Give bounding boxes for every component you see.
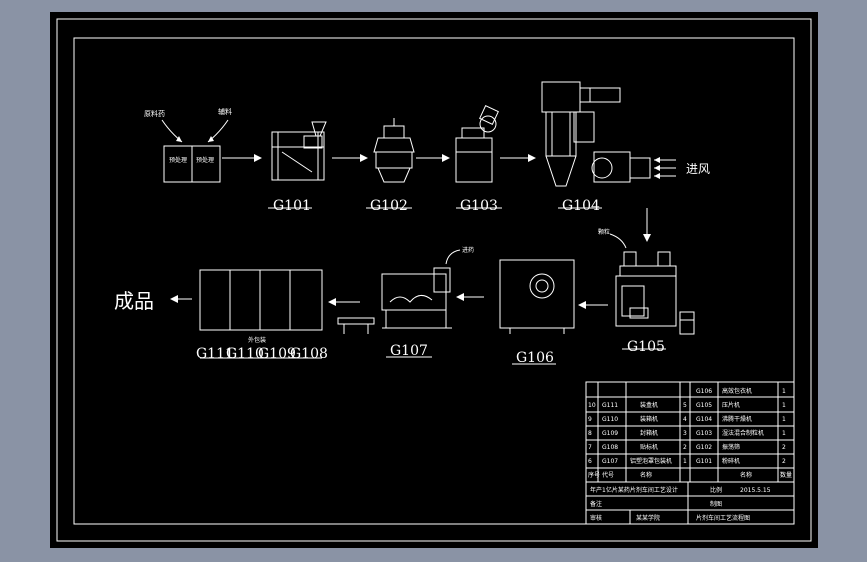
- g102-label: G102: [370, 198, 408, 214]
- tb-no: 7: [588, 444, 592, 451]
- tb-name: 装盒机: [640, 401, 658, 409]
- g102-sieve-equipment: [373, 118, 415, 183]
- tb-name: 高效包衣机: [722, 387, 752, 395]
- g109-label: G109: [258, 346, 296, 362]
- raw-material-label: 原料药: [144, 109, 165, 118]
- tb-drawn: 制图: [710, 500, 722, 508]
- g105-tablet-press-equipment: [615, 251, 695, 335]
- tb-no: 8: [588, 430, 592, 437]
- g110-label: G110: [226, 346, 264, 362]
- tb-qty: 2: [782, 458, 786, 465]
- feed-label: 进药: [462, 246, 474, 254]
- tb-name: 粉碎机: [722, 457, 740, 465]
- pretreat-2-label: 预处理: [196, 156, 214, 164]
- finished-product-label: 成品: [114, 289, 154, 313]
- g101-crusher-equipment: [271, 121, 327, 181]
- tb-header-no: 序号: [588, 471, 600, 479]
- tb-name: 贴标机: [640, 443, 658, 451]
- tb-no: 4: [683, 416, 687, 423]
- tb-name: 沸腾干燥机: [722, 415, 752, 423]
- tb-checked: 审核: [590, 514, 602, 522]
- tb-scale: 比例: [710, 486, 722, 494]
- g107-blister-packer-equipment: [337, 267, 452, 334]
- drawing-canvas: 原料药 辅料 预处理 预处理 G101 G102: [50, 12, 818, 548]
- tb-qty: 2: [782, 444, 786, 451]
- tb-no: 9: [588, 416, 592, 423]
- tb-code: G103: [696, 430, 712, 437]
- title-block: [585, 381, 795, 525]
- tb-no: 6: [588, 458, 592, 465]
- tb-header-code: 代号: [602, 471, 614, 479]
- tb-code: G104: [696, 416, 712, 423]
- tb-name: 封箱机: [640, 429, 658, 437]
- tb-code: G107: [602, 458, 618, 465]
- g105-side-label: 颗粒: [598, 228, 610, 236]
- tb-code: G109: [602, 430, 618, 437]
- tb-no: 5: [683, 402, 687, 409]
- tb-code: G105: [696, 402, 712, 409]
- g104-fluid-bed-dryer-equipment: [541, 81, 651, 187]
- outer-border: [56, 18, 812, 542]
- tb-no: 10: [588, 402, 596, 409]
- g106-coating-machine-equipment: [499, 259, 575, 334]
- pretreat-1-label: 预处理: [169, 156, 187, 164]
- tb-name: 振荡筛: [722, 443, 740, 451]
- g108-label: G108: [290, 346, 328, 362]
- air-inlet-arrows: [654, 157, 676, 179]
- tb-code: G110: [602, 416, 618, 423]
- tb-qty: 1: [782, 402, 786, 409]
- tb-name: 压片机: [722, 401, 740, 409]
- g111-label: G111: [196, 346, 234, 362]
- tb-remark: 备注: [590, 500, 602, 508]
- g104-label: G104: [562, 198, 600, 214]
- tb-header-name: 名称: [740, 471, 752, 479]
- tb-no: 1: [683, 458, 687, 465]
- g105-label: G105: [627, 339, 665, 355]
- tb-name: 装箱机: [640, 415, 658, 423]
- outer-packing-equipment: [199, 269, 323, 331]
- g107-label: G107: [390, 343, 428, 359]
- air-inlet-label: 进风: [686, 162, 710, 176]
- tb-code: G102: [696, 444, 712, 451]
- tb-qty: 1: [782, 430, 786, 437]
- g103-granulator-equipment: [455, 105, 499, 183]
- packing-caption: 外包装: [248, 336, 266, 344]
- inner-border: [73, 37, 795, 525]
- tb-qty: 1: [782, 416, 786, 423]
- g106-label: G106: [516, 350, 554, 366]
- tb-drawing-title: 片剂车间工艺流程图: [696, 514, 750, 522]
- excipient-label: 辅料: [218, 107, 232, 116]
- tb-header-qty: 数量: [780, 471, 792, 479]
- tb-name: 铝塑泡罩包装机: [630, 457, 672, 465]
- tb-name: 湿法混合制粒机: [722, 429, 764, 437]
- tb-project: 年产1亿片某药片剂车间工艺设计: [590, 486, 678, 494]
- tb-code: G106: [696, 388, 712, 395]
- g101-label: G101: [273, 198, 311, 214]
- tb-no: 2: [683, 444, 687, 451]
- tb-code: G101: [696, 458, 712, 465]
- tb-date: 2015.5.15: [740, 487, 771, 494]
- tb-header-name: 名称: [640, 471, 652, 479]
- tb-qty: 1: [782, 388, 786, 395]
- process-flow-diagram: 原料药 辅料 预处理 预处理 G101 G102: [56, 18, 812, 542]
- tb-code: G111: [602, 402, 618, 409]
- tb-school: 某某学院: [636, 514, 660, 522]
- tb-code: G108: [602, 444, 618, 451]
- tb-no: 3: [683, 430, 687, 437]
- g103-label: G103: [460, 198, 498, 214]
